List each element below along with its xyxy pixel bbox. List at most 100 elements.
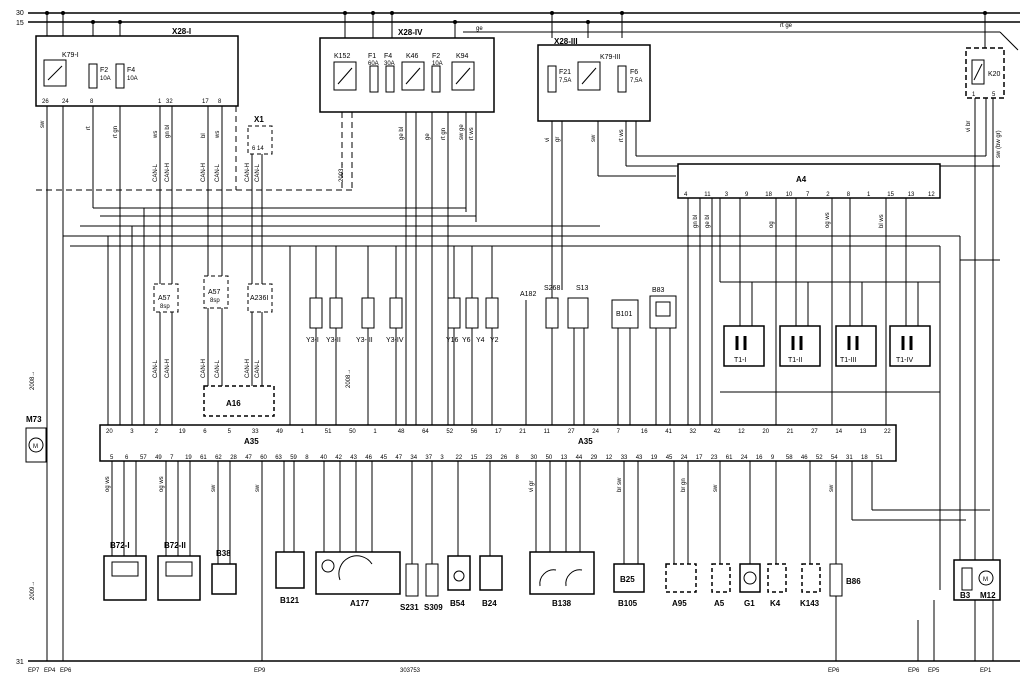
a35-bottom-pin: 42 (335, 455, 342, 461)
a35-bottom-pin: 62 (215, 455, 222, 461)
svg-text:M: M (983, 577, 988, 583)
b121-label: B121 (280, 596, 300, 605)
injector-y6-label: Y6 (462, 337, 471, 344)
a35-top-pin: 24 (592, 429, 599, 435)
b101-label: B101 (616, 311, 632, 318)
wire-sw-e: sw (255, 484, 261, 492)
a35-top-pin: 32 (690, 429, 697, 435)
wire-a4-gn-bl: gn bl (693, 215, 699, 228)
k143-label: K143 (800, 599, 820, 608)
injector-y3-3-label: Y3-III (356, 337, 373, 344)
injector-y16-label: Y16 (446, 337, 459, 344)
a4-pin: 3 (725, 192, 729, 198)
a35-bottom-pin: 51 (876, 455, 883, 461)
a57-sub-1: 8sp (160, 304, 170, 310)
a35-top-pin: 56 (471, 429, 478, 435)
injector-y4-label: Y4 (476, 337, 485, 344)
wire-a4-og: og (769, 221, 775, 228)
can-h-label-4: CAN-H (165, 359, 171, 378)
a35-top-pin: 27 (568, 429, 575, 435)
a35-top-pin: 49 (276, 429, 283, 435)
year-2008-label-a: 2008→ (30, 371, 36, 390)
a4-pin: 4 (684, 192, 688, 198)
a35-bottom-pin: 34 (410, 455, 417, 461)
a177-label: A177 (350, 599, 370, 608)
fuse-f1-label: F1 (368, 53, 376, 60)
injector-y3-1-label: Y3-I (306, 337, 319, 344)
a35-top-pin: 50 (349, 429, 356, 435)
wire-ws-b: ws (215, 131, 221, 139)
a35-bottom-pin: 7 (170, 455, 174, 461)
a57-sub-2: 8sp (210, 298, 220, 304)
a35-top-pin: 33 (252, 429, 259, 435)
b54-label: B54 (450, 599, 465, 608)
ground-ep9: EP9 (254, 668, 266, 674)
fuse-f2b-label: F2 (432, 53, 440, 60)
a35-bottom-pin: 45 (380, 455, 387, 461)
injector-y2-label: Y2 (490, 337, 499, 344)
coil-t1-4-label: T1-IV (896, 357, 913, 364)
a4-pin: 2 (826, 192, 830, 198)
s268-label: S268 (544, 285, 560, 292)
a35-bottom-pin: 57 (140, 455, 147, 461)
a35-top-pin: 64 (422, 429, 429, 435)
a35-bottom-pin: 47 (395, 455, 402, 461)
fuse-f4b-label: F4 (384, 53, 392, 60)
m12-label: M12 (980, 591, 996, 600)
a35-top-pin: 16 (641, 429, 648, 435)
a57-label-1: A57 (158, 295, 171, 302)
a35-bottom-pin: 29 (591, 455, 598, 461)
a35-bottom-pin: 12 (606, 455, 613, 461)
fuse-f2b-rating: 10A (432, 61, 443, 67)
a35-bottom-pin: 5 (110, 455, 114, 461)
injectors-y3: Y3-I Y3-II Y3-III Y3-IV (306, 246, 404, 425)
a35-bottom-pin: 40 (320, 455, 327, 461)
a35-top-pin: 41 (665, 429, 672, 435)
a35-top-pin: 11 (544, 429, 551, 435)
top-sensors: A182 S268 S13 B101 B83 (520, 285, 677, 425)
can-l-label-2: CAN-L (215, 163, 221, 182)
relay-k152-label: K152 (334, 53, 350, 60)
injector-y3-4-label: Y3-IV (386, 337, 404, 344)
b86-label: B86 (846, 577, 861, 586)
a35-label-right: A35 (578, 437, 593, 446)
a5-label: A5 (714, 599, 725, 608)
wire-sw-g: sw (829, 484, 835, 492)
wire-og-ws-d: og ws (105, 476, 111, 492)
a35-top-pin: 13 (860, 429, 867, 435)
rail-ge-label: ge (476, 26, 483, 32)
wire-a4-ge-bl: ge bl (705, 215, 711, 228)
ground-ep6-b: EP6 (828, 668, 840, 674)
a35-bottom-pin: 49 (155, 455, 162, 461)
a95-label: A95 (672, 599, 687, 608)
a16-label: A16 (226, 399, 241, 408)
wire-rt-a: rt (86, 126, 92, 130)
x28-3-label: X28-III (554, 37, 578, 46)
b83-label: B83 (652, 287, 665, 294)
b38-label: B38 (216, 549, 231, 558)
a236i-label: A236I (250, 295, 268, 302)
x1-label: X1 (254, 115, 264, 124)
k4-label: K4 (770, 599, 781, 608)
can-l-label-4: CAN-L (153, 359, 159, 378)
bottom-wires: og ws og ws sw sw vi gr br sw br gn sw s… (105, 461, 990, 661)
a35-top-pin: 19 (179, 429, 186, 435)
b72-1-label: B72-I (110, 541, 130, 550)
a35-bottom-pin: 19 (651, 455, 658, 461)
a35-bottom-pin: 8 (305, 455, 309, 461)
a35-bottom-pin: 43 (350, 455, 357, 461)
a57-label-2: A57 (208, 289, 221, 296)
wire-k20-sw-bw: sw (bw gr) (996, 130, 1002, 158)
a35-top-pin: 52 (446, 429, 453, 435)
a35-top-pin: 3 (130, 429, 134, 435)
a35-bottom-pin: 58 (786, 455, 793, 461)
m73-label: M73 (26, 415, 42, 424)
svg-text:8: 8 (218, 99, 222, 105)
a35-top-pin: 21 (787, 429, 794, 435)
b3-label: B3 (960, 591, 971, 600)
wire-sw-a: sw (40, 120, 46, 128)
